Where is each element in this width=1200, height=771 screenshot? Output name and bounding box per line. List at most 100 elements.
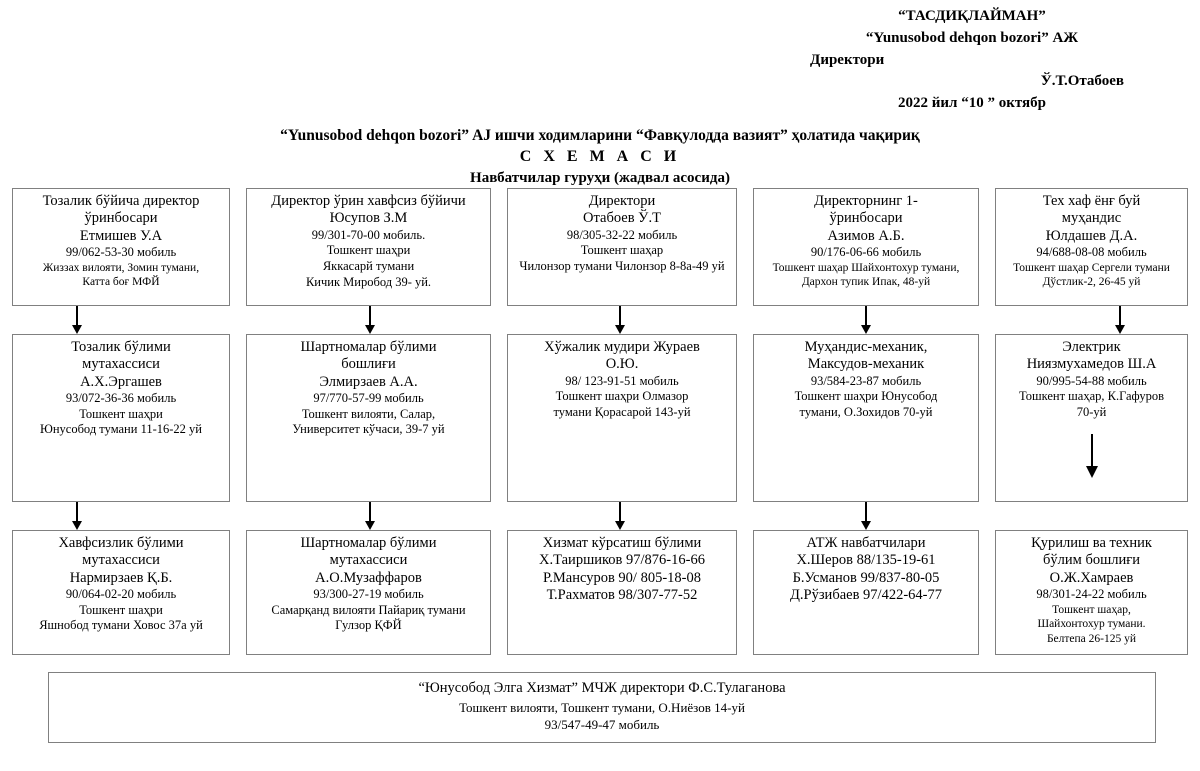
org-box-address: Тошкент шаҳар Чилонзор тумани Чилонзор 8…: [519, 243, 725, 274]
org-box-phone: 98/301-24-22 мобиль: [1036, 587, 1147, 602]
connector-cell: [246, 306, 491, 334]
org-box[interactable]: Директори Отабоев Ў.Т 98/305-32-22 мобил…: [507, 188, 737, 306]
org-box-role: Қурилиш ва техник бўлим бошлиғи: [1031, 535, 1152, 569]
title-line-3: Навбатчилар гуруҳи (жадвал асосида): [470, 169, 730, 186]
org-box-role: Директори: [588, 193, 656, 209]
chart-column-0: Тозалик бўйича директор ўринбосари Етмиш…: [12, 188, 230, 306]
chart-column-2: Хўжалик мудири Жураев О.Ю. 98/ 123-91-51…: [507, 334, 737, 502]
org-box[interactable]: Тех хаф ёнғ буй муҳандис Юлдашев Д.А. 94…: [995, 188, 1188, 306]
org-box-name: Юлдашев Д.А.: [1045, 227, 1138, 244]
org-box[interactable]: Шартномалар бўлими мутахассиси А.О.Музаф…: [246, 530, 491, 655]
org-box-phone: 93/300-27-19 мобиль: [313, 587, 424, 602]
connector-cell: [507, 502, 737, 530]
approval-date: 2022 йил “10 ” октябр: [898, 95, 1046, 111]
chart-column-4: Электрик Ниязмухамедов Ш.А 90/995-54-88 …: [995, 334, 1188, 502]
connector-cell: [753, 502, 979, 530]
org-box-role: Шартномалар бўлими бошлиғи: [300, 339, 437, 373]
org-box-name: А.О.Музаффаров: [315, 569, 422, 586]
org-box-phone: 98/ 123-91-51 мобиль: [565, 373, 679, 388]
approval-line-3: Директори: [810, 51, 885, 68]
connector-cell: [753, 306, 979, 334]
org-box-phone: 93/072-36-36 мобиль: [65, 391, 177, 406]
org-box-address: Самарқанд вилояти Пайариқ тумани Гулзор …: [271, 602, 466, 633]
chart-column-3: АТЖ навбатчилари Х.Шеров 88/135-19-61 Б.…: [753, 530, 979, 655]
org-box[interactable]: Тозалик бўйича директор ўринбосари Етмиш…: [12, 188, 230, 306]
org-box[interactable]: Муҳандис-механик, Максудов-механик 93/58…: [753, 334, 979, 502]
org-box-phone: 99/301-70-00 мобиль.: [311, 227, 426, 242]
connector-cell: [246, 502, 491, 530]
connector-cell: [12, 502, 230, 530]
org-box-address: Тошкент шаҳри Юнусобод тумани, О.Зохидов…: [794, 389, 938, 420]
org-box-phone: 90/995-54-88 мобиль: [1036, 373, 1147, 388]
org-box-phone: 93/584-23-87 мобиль: [810, 373, 922, 388]
title-line-2: С Х Е М А С И: [519, 148, 681, 166]
org-box-role: Хизмат кўрсатиш бўлими: [542, 535, 702, 551]
chart-column-3: Директорнинг 1- ўринбосари Азимов А.Б. 9…: [753, 188, 979, 306]
approval-line-1: “ТАСДИҚЛАЙМАН”: [898, 8, 1046, 24]
connector-row-2: [12, 502, 1188, 530]
org-box-address: Тошкент шаҳри Юнусобод тумани 11-16-22 у…: [39, 406, 202, 437]
org-box[interactable]: Хавфсизлик бўлими мутахассиси Нармирзаев…: [12, 530, 230, 655]
org-box-address: Тошкент шаҳар Шайхонтохур тумани, Дархон…: [772, 261, 960, 289]
org-box[interactable]: АТЖ навбатчилари Х.Шеров 88/135-19-61 Б.…: [753, 530, 979, 655]
org-box-members: Х.Таиршиков 97/876-16-66 Р.Мансуров 90/ …: [539, 552, 705, 604]
org-box-address: Тошкент шаҳар, Шайхонтохур тумани. Белте…: [1037, 603, 1146, 645]
footer-line-1: “Юнусобод Элга Хизмат” МЧЖ директори Ф.С…: [418, 680, 786, 696]
connector-cell: [995, 306, 1188, 334]
org-box-role: Хўжалик мудири Жураев О.Ю.: [544, 339, 700, 373]
chart-column-2: Директори Отабоев Ў.Т 98/305-32-22 мобил…: [507, 188, 737, 306]
org-box[interactable]: Шартномалар бўлими бошлиғи Элмирзаев А.А…: [246, 334, 491, 502]
org-box-name: Элмирзаев А.А.: [319, 373, 418, 390]
org-box-phone: 94/688-08-08 мобиль: [1036, 245, 1147, 260]
org-box-name: О.Ж.Хамраев: [1049, 569, 1134, 586]
chart-column-2: Хизмат кўрсатиш бўлими Х.Таиршиков 97/87…: [507, 530, 737, 655]
org-box[interactable]: Электрик Ниязмухамедов Ш.А 90/995-54-88 …: [995, 334, 1188, 502]
org-box-role: Директорнинг 1- ўринбосари: [814, 193, 918, 227]
org-box-members: Х.Шеров 88/135-19-61 Б.Усманов 99/837-80…: [790, 552, 942, 604]
org-box-role: Электрик: [1062, 339, 1121, 355]
org-box-address: Тошкент шаҳри Олмазор тумани Қорасарой 1…: [553, 389, 691, 420]
org-box-name: Азимов А.Б.: [827, 227, 905, 244]
chart-column-0: Тозалик бўлими мутахассиси А.Х.Эргашев 9…: [12, 334, 230, 502]
document-title: “Yunusobod dehqon bozori” AJ ишчи ходимл…: [0, 126, 1200, 188]
org-box[interactable]: Хўжалик мудири Жураев О.Ю. 98/ 123-91-51…: [507, 334, 737, 502]
chart-column-1: Шартномалар бўлими мутахассиси А.О.Музаф…: [246, 530, 491, 655]
footer-line-3: 93/547-49-47 мобиль: [544, 717, 660, 733]
org-box-name: А.Х.Эргашев: [80, 373, 162, 390]
chart-column-1: Шартномалар бўлими бошлиғи Элмирзаев А.А…: [246, 334, 491, 502]
org-box[interactable]: Қурилиш ва техник бўлим бошлиғи О.Ж.Хамр…: [995, 530, 1188, 655]
org-box-name: Юсупов З.М: [329, 210, 408, 227]
org-box[interactable]: Директор ўрин хавфсиз бўйичи Юсупов З.М …: [246, 188, 491, 306]
approval-line-4: Ў.Т.Отабоев: [1040, 73, 1124, 90]
chart-row-1: Тозалик бўйича директор ўринбосари Етмиш…: [12, 188, 1188, 306]
org-chart: Тозалик бўйича директор ўринбосари Етмиш…: [12, 188, 1188, 655]
org-box-address: Тошкент шаҳри Яккасарй тумани Кичик Миро…: [305, 243, 432, 289]
org-box-address: Тошкент шаҳар Сергели тумани Дўстлик-2, …: [1013, 261, 1170, 289]
org-box-footer[interactable]: “Юнусобод Элга Хизмат” МЧЖ директори Ф.С…: [48, 672, 1156, 743]
org-box[interactable]: Тозалик бўлими мутахассиси А.Х.Эргашев 9…: [12, 334, 230, 502]
connector-row-1: [12, 306, 1188, 334]
org-box-role: Шартномалар бўлими мутахассиси: [300, 535, 437, 569]
org-box-role: Тозалик бўлими мутахассиси: [71, 339, 171, 373]
chart-column-1: Директор ўрин хавфсиз бўйичи Юсупов З.М …: [246, 188, 491, 306]
org-box-role: АТЖ навбатчилари: [806, 535, 926, 551]
chart-column-0: Хавфсизлик бўлими мутахассиси Нармирзаев…: [12, 530, 230, 655]
org-box-address: Тошкент шаҳар, К.Гафуров 70-уй: [1019, 389, 1164, 420]
org-box-phone: 90/176-06-66 мобиль: [810, 245, 922, 260]
org-box[interactable]: Хизмат кўрсатиш бўлими Х.Таиршиков 97/87…: [507, 530, 737, 655]
org-box[interactable]: Директорнинг 1- ўринбосари Азимов А.Б. 9…: [753, 188, 979, 306]
title-line-1: “Yunusobod dehqon bozori” AJ ишчи ходимл…: [280, 127, 920, 144]
org-box-name: Нармирзаев Қ.Б.: [69, 569, 173, 586]
org-box-role: Директор ўрин хавфсиз бўйичи: [271, 193, 466, 209]
chart-row-3: Хавфсизлик бўлими мутахассиси Нармирзаев…: [12, 530, 1188, 655]
org-box-phone: 98/305-32-22 мобиль: [566, 227, 678, 242]
org-box-role: Хавфсизлик бўлими мутахассиси: [58, 535, 184, 569]
org-box-name: Отабоев Ў.Т: [583, 210, 661, 227]
chart-column-3: Муҳандис-механик, Максудов-механик 93/58…: [753, 334, 979, 502]
chart-row-2: Тозалик бўлими мутахассиси А.Х.Эргашев 9…: [12, 334, 1188, 502]
connector-cell: [507, 306, 737, 334]
org-box-role: Тех хаф ёнғ буй муҳандис: [1042, 193, 1141, 227]
approval-line-2: “Yunusobod dehqon bozori” АЖ: [865, 29, 1079, 46]
org-box-role: Муҳандис-механик, Максудов-механик: [804, 339, 928, 373]
org-box-phone: 97/770-57-99 мобиль: [313, 391, 424, 406]
